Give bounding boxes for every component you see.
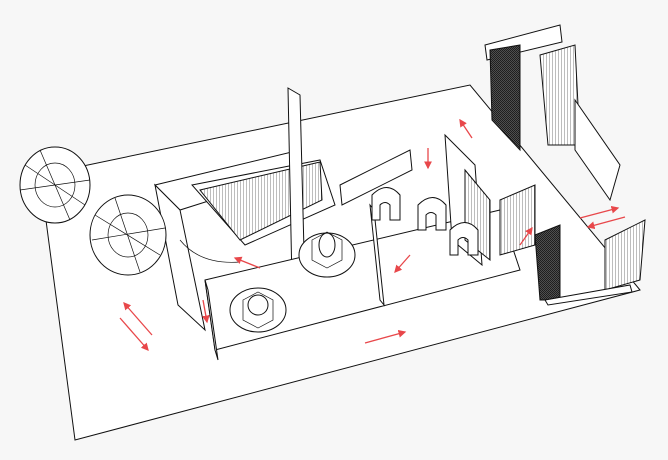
circulation-arrows (119, 118, 626, 351)
exhibit-hex-platform-2 (229, 287, 287, 333)
exhibit-hex-platform-1 (298, 231, 356, 278)
spiral-staircase-2 (89, 194, 167, 276)
right-wing (484, 24, 646, 306)
spiral-staircase-1 (19, 146, 91, 224)
entrance-room (154, 87, 336, 332)
exhibit-seats (371, 187, 479, 256)
